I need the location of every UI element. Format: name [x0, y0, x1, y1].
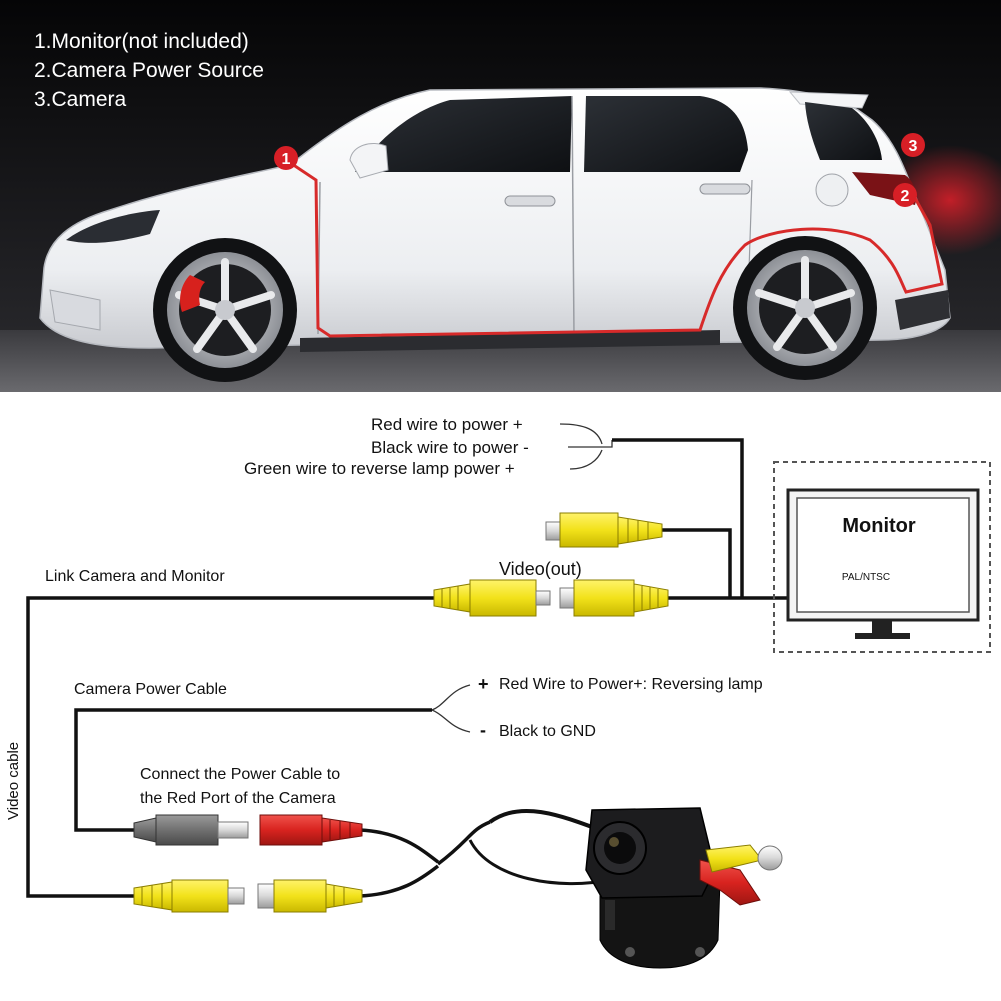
monitor-subtitle: PAL/NTSC — [842, 572, 890, 583]
marker-2: 2 — [893, 183, 917, 207]
red-wire-label: Red wire to power + — [371, 415, 523, 434]
rca-connector-left — [433, 579, 551, 617]
rca-connector-right — [559, 579, 669, 617]
marker-3: 3 — [901, 133, 925, 157]
connect-note-line2: the Red Port of the Camera — [140, 790, 336, 807]
power-cable-label: Camera Power Cable — [74, 681, 227, 698]
legend-item-monitor: 1.Monitor(not included) — [34, 30, 249, 53]
connect-note-line1: Connect the Power Cable to — [140, 766, 340, 783]
marker-1: 1 — [274, 146, 298, 170]
camera-device — [468, 807, 783, 969]
yellow-video-plug — [133, 879, 245, 913]
wiring-diagram: Red wire to power + Black wire to power … — [5, 415, 991, 969]
monitor-title: Monitor — [842, 515, 916, 537]
power-cable-fork — [431, 684, 471, 733]
car-photo: 1 3 2 1.Monitor(not included) 2.Camera P… — [0, 0, 1001, 392]
minus-sign: - — [480, 720, 486, 740]
monitor: Monitor PAL/NTSC — [773, 461, 991, 653]
red-power-port — [259, 814, 363, 846]
svg-text:2: 2 — [901, 188, 910, 205]
plus-wire-label: Red Wire to Power+: Reversing lamp — [499, 676, 763, 693]
svg-text:1: 1 — [282, 151, 291, 168]
rca-connector-top — [545, 512, 663, 548]
power-branch-lines — [559, 423, 613, 470]
routing-wire — [285, 158, 944, 338]
black-wire-label: Black wire to power - — [371, 438, 529, 457]
rear-wheel — [733, 236, 877, 380]
front-wheel — [153, 238, 297, 382]
green-wire-label: Green wire to reverse lamp power + — [244, 459, 515, 478]
gray-power-plug — [133, 814, 249, 846]
yellow-video-port — [257, 879, 363, 913]
legend-item-power: 2.Camera Power Source — [34, 59, 264, 82]
plus-sign: + — [478, 674, 489, 694]
svg-text:3: 3 — [909, 138, 918, 155]
minus-wire-label: Black to GND — [499, 723, 596, 740]
link-label: Link Camera and Monitor — [45, 568, 225, 585]
video-out-label: Video(out) — [499, 559, 582, 579]
legend-item-camera: 3.Camera — [34, 88, 127, 111]
video-cable-label: Video cable — [5, 742, 22, 820]
cables — [26, 438, 790, 898]
